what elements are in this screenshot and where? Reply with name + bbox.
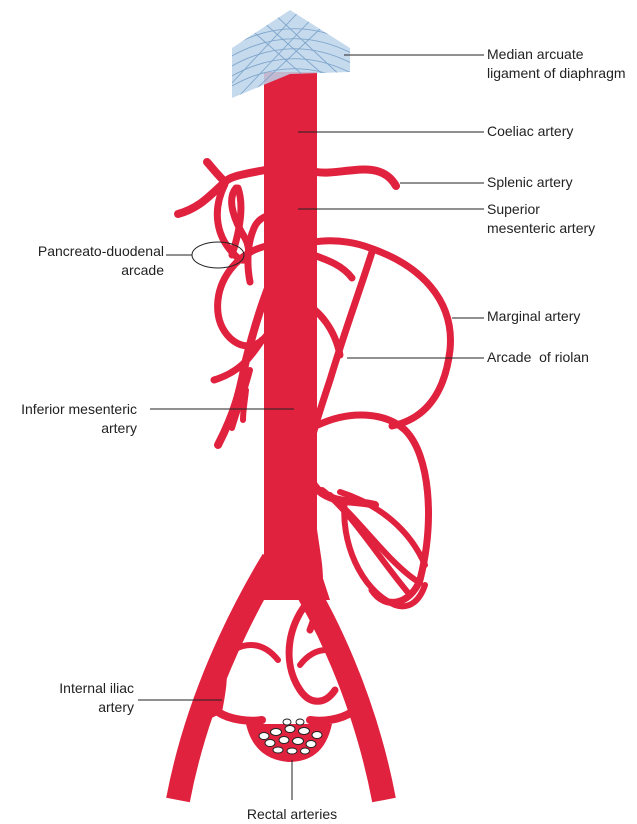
internal-iliac-twig-left (203, 709, 221, 721)
marginal-artery (264, 237, 454, 430)
median-arcuate-ligament (232, 10, 350, 98)
arcade-of-riolan (301, 248, 376, 474)
ileal-branch (229, 367, 253, 431)
label-splenic-artery: Splenic artery (487, 174, 573, 190)
sigmoid-branch-3 (337, 489, 428, 568)
gastroduodenal-branch (228, 184, 245, 259)
pelvic-connector-left (219, 642, 281, 663)
left-colic-loop (314, 411, 432, 606)
splenic-artery (291, 156, 400, 190)
riolan-connector (298, 298, 344, 359)
label-arcade-of-riolan: Arcade of riolan (487, 349, 589, 365)
sigmoid-branch-2 (327, 492, 423, 586)
sigmoid-arch (341, 497, 428, 610)
leader-lines (138, 54, 484, 800)
label-superior-mesenteric-artery: Superior mesenteric artery (487, 201, 596, 236)
label-pancreato-duodenal-arcade: Pancreato-duodenal arcade (37, 243, 164, 278)
label-median-arcuate-ligament: Median arcuate ligament of diaphragm (487, 46, 626, 81)
common-hepatic-artery (203, 158, 229, 186)
inferior-mesenteric-artery (288, 396, 379, 509)
rectal-arteries-network (258, 718, 323, 755)
label-marginal-artery: Marginal artery (487, 308, 581, 324)
middle-colic-arch (296, 246, 356, 282)
label-coeliac-artery: Coeliac artery (487, 123, 574, 139)
label-inferior-mesenteric-artery: Inferior mesenteric artery (21, 401, 137, 436)
coeliac-artery (221, 120, 296, 186)
pelvic-connector-right (297, 647, 353, 668)
label-internal-iliac-artery: Internal iliac artery (59, 680, 134, 715)
ileocolic-branch (210, 336, 266, 384)
rectal-arcade-left (285, 596, 339, 705)
ileal-branch-2 (240, 387, 249, 423)
sma-upper-loop (244, 210, 298, 286)
aorta (250, 72, 330, 600)
superior-mesenteric-artery (214, 192, 298, 449)
internal-iliac-twig-right (349, 709, 367, 719)
middle-colic-loop (214, 241, 294, 350)
label-rectal-arteries: Rectal arteries (246, 806, 338, 822)
left-internal-iliac-artery (213, 656, 266, 725)
